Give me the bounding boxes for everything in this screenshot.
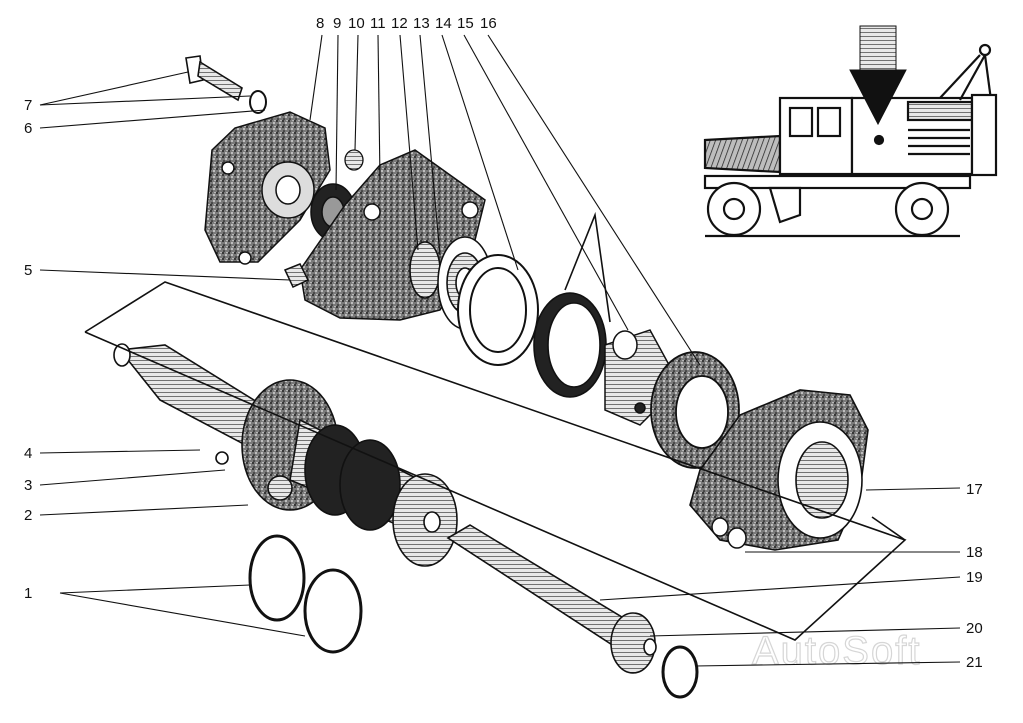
callout-2: 2 xyxy=(24,507,32,524)
rod-part-19 xyxy=(446,524,657,674)
callout-8: 8 xyxy=(316,15,324,32)
callout-19: 19 xyxy=(966,569,983,586)
callout-11: 11 xyxy=(370,15,386,32)
bracket-arrow-14-15 xyxy=(564,211,611,323)
callout-5: 5 xyxy=(24,262,32,279)
ring-part-16 xyxy=(650,351,740,469)
flange-cover-part-8 xyxy=(204,111,331,265)
callout-18: 18 xyxy=(966,544,983,561)
callout-20: 20 xyxy=(966,620,983,637)
callout-12: 12 xyxy=(391,15,408,32)
o-ring-part-21 xyxy=(661,645,699,699)
callout-21: 21 xyxy=(966,654,983,671)
vehicle-illustration xyxy=(703,25,998,238)
callout-4: 4 xyxy=(24,445,32,462)
callout-14: 14 xyxy=(435,15,452,32)
bolt-part-18 xyxy=(711,517,747,549)
end-cover-part-17 xyxy=(689,389,869,551)
callout-16: 16 xyxy=(480,15,497,32)
hex-plug-part-5 xyxy=(283,263,310,288)
watermark: AutoSoft xyxy=(752,629,921,673)
callout-10: 10 xyxy=(348,15,365,32)
o-ring-part-1a xyxy=(248,534,306,622)
callout-labels: 7 6 5 4 3 2 1 8 9 10 11 12 13 14 15 16 1… xyxy=(24,15,983,671)
ring-part-14 xyxy=(457,254,539,366)
callout-13: 13 xyxy=(413,15,430,32)
bracket-arrow-17 xyxy=(871,516,906,541)
callout-1: 1 xyxy=(24,585,32,602)
callout-17: 17 xyxy=(966,481,983,498)
drive-shaft-assembly xyxy=(113,343,458,567)
callout-6: 6 xyxy=(24,120,32,137)
callout-15: 15 xyxy=(457,15,474,32)
washer-part-6 xyxy=(249,90,267,114)
bearing-race-part-15 xyxy=(533,292,607,398)
bolt-part-7 xyxy=(185,55,243,102)
callout-3: 3 xyxy=(24,477,32,494)
plug-part-10 xyxy=(344,149,364,171)
leader-lines xyxy=(39,34,961,667)
callout-9: 9 xyxy=(333,15,341,32)
o-ring-part-1b xyxy=(303,568,363,654)
callout-7: 7 xyxy=(24,97,32,114)
